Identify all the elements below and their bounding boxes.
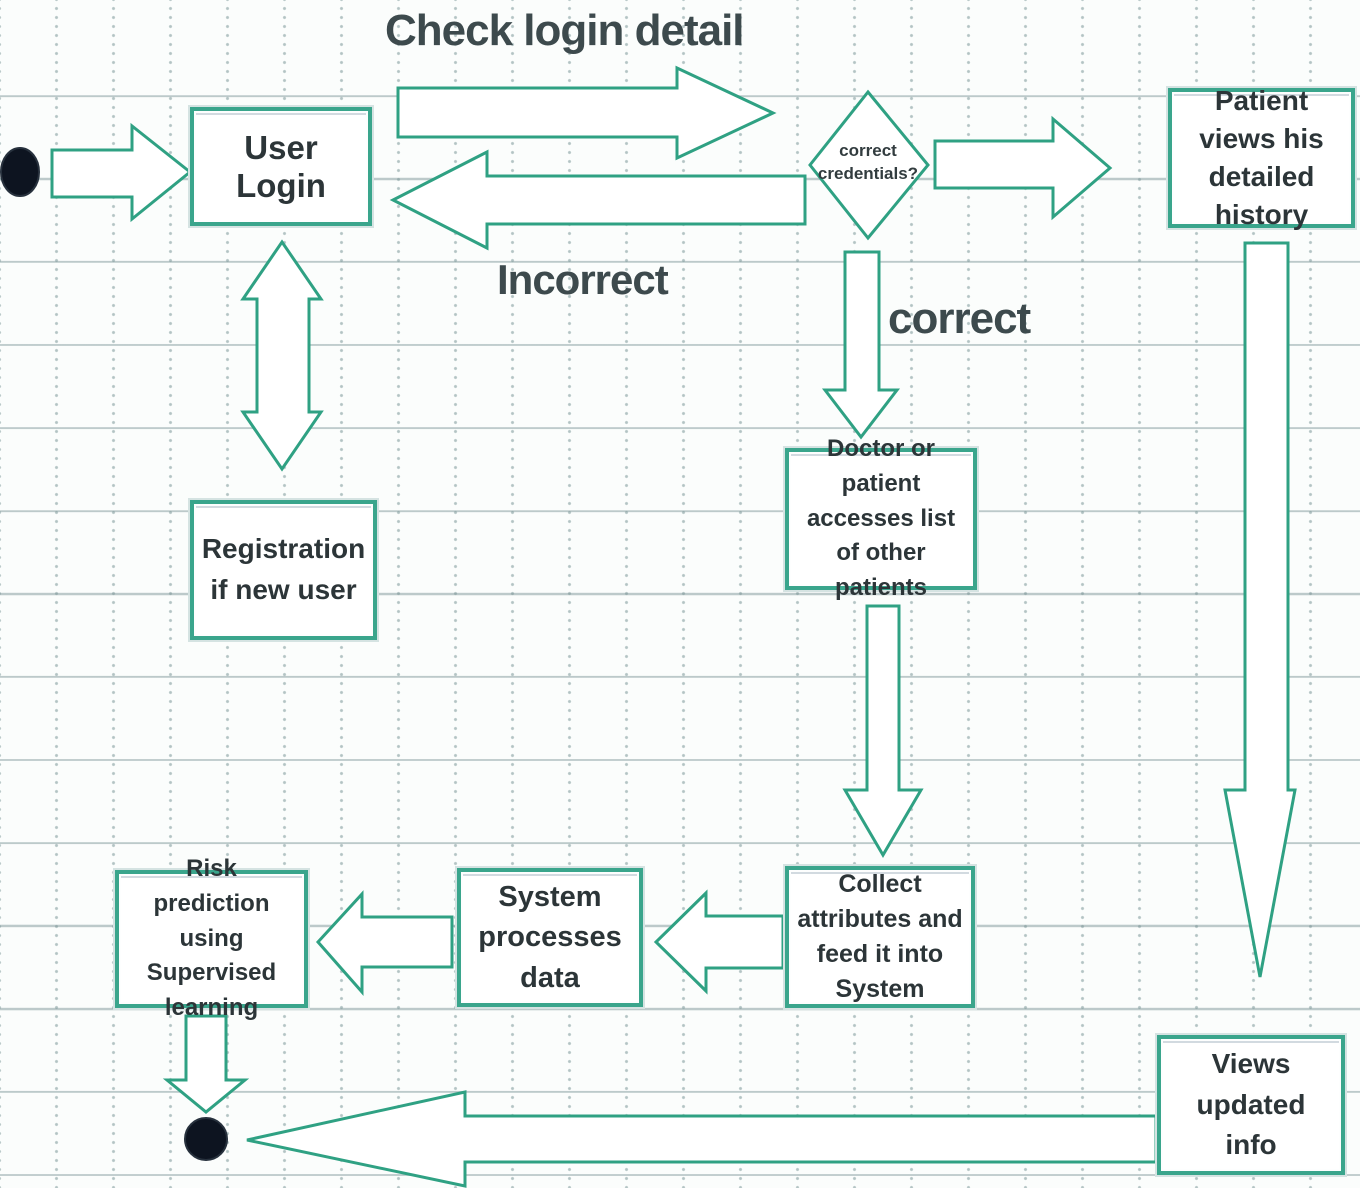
- arrow-risk-to-end: [162, 1014, 250, 1114]
- node-registration-label: Registration if new user: [201, 533, 366, 605]
- node-doctor-list-label: Doctor or patient accesses list of other…: [806, 435, 956, 602]
- arrow-start-to-login: [50, 122, 193, 223]
- arrow-login-registration-double: [240, 239, 324, 472]
- node-patient-history: Patient views his detailed history: [1168, 85, 1355, 230]
- start-dot: [0, 147, 40, 197]
- node-risk-prediction-label: Risk prediction using Supervised learnin…: [146, 855, 277, 1022]
- node-collect-attributes-label: Collect attributes and feed it into Syst…: [797, 870, 963, 1003]
- node-views-updated: Views updated info: [1157, 1035, 1345, 1175]
- node-system-processes-label: System processes data: [478, 880, 622, 994]
- arrow-history-to-views: [1223, 241, 1297, 978]
- node-user-login-label: User Login: [236, 128, 326, 204]
- arrow-views-to-end: [246, 1090, 1158, 1188]
- edge-label-correct: correct: [888, 294, 1031, 343]
- arrow-decision-to-login-incorrect: [389, 149, 807, 251]
- arrow-system-to-risk: [315, 890, 454, 996]
- decision-diamond: [808, 89, 930, 241]
- node-system-processes: System processes data: [457, 868, 643, 1007]
- arrow-login-to-decision: [396, 65, 777, 161]
- node-collect-attributes: Collect attributes and feed it into Syst…: [785, 866, 975, 1008]
- node-user-login: User Login: [190, 107, 372, 226]
- arrow-decision-to-doctor-correct: [821, 250, 901, 440]
- node-registration: Registration if new user: [190, 500, 377, 640]
- node-views-updated-label: Views updated info: [1196, 1048, 1306, 1161]
- node-doctor-list: Doctor or patient accesses list of other…: [785, 435, 977, 601]
- edge-label-check-login: Check login detail: [385, 6, 745, 55]
- end-dot: [184, 1117, 228, 1161]
- arrow-collect-to-system: [653, 889, 785, 995]
- edge-label-incorrect: Incorrect: [497, 256, 669, 303]
- node-risk-prediction: Risk prediction using Supervised learnin…: [115, 855, 308, 1021]
- decision-label: correct credentials?: [817, 141, 919, 183]
- arrow-decision-to-history: [933, 115, 1113, 221]
- node-patient-history-label: Patient views his detailed history: [1199, 85, 1324, 230]
- arrow-doctor-to-collect: [842, 604, 924, 858]
